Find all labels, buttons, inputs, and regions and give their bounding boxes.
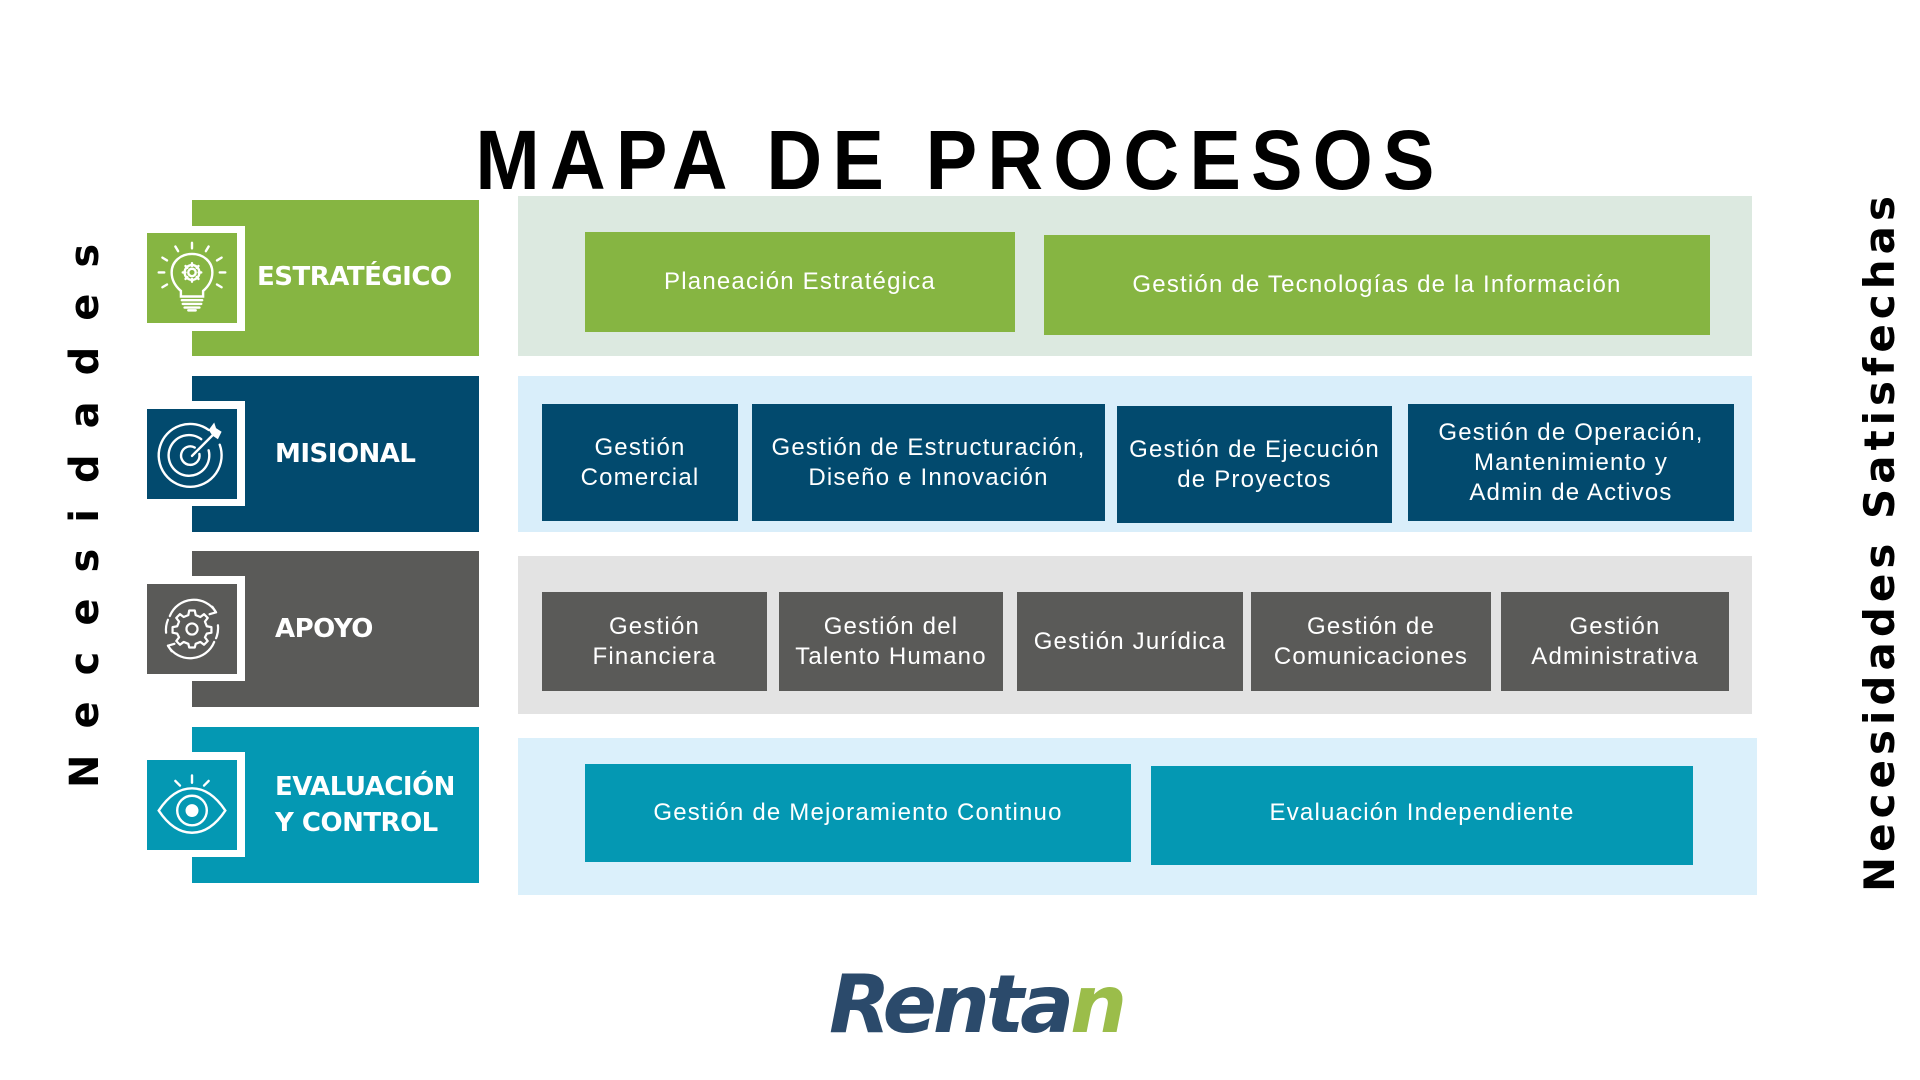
category-label-line2: Y CONTROL	[275, 808, 438, 838]
process-gestion-juridica[interactable]: Gestión Jurídica	[1017, 592, 1243, 691]
category-label-estrategico: ESTRATÉGICO	[257, 262, 452, 292]
category-label-apoyo: APOYO	[275, 614, 373, 644]
eye-icon	[147, 760, 237, 850]
gear-cycle-icon	[147, 584, 237, 674]
category-label-misional: MISIONAL	[275, 439, 416, 469]
process-gestion-tecnologias-informacion[interactable]: Gestión de Tecnologías de la Información	[1044, 235, 1710, 335]
page-title: MAPA DE PROCESOS	[475, 113, 1445, 207]
process-gestion-administrativa[interactable]: Gestión Administrativa	[1501, 592, 1729, 691]
lightbulb-gear-icon	[147, 233, 237, 323]
process-planeacion-estrategica[interactable]: Planeación Estratégica	[585, 232, 1015, 332]
target-arrow-icon	[147, 409, 237, 499]
process-gestion-mejoramiento-continuo[interactable]: Gestión de Mejoramiento Continuo	[585, 764, 1131, 862]
rentan-logo: Rentan	[829, 958, 1127, 1051]
side-label-necesidades-satisfechas: Necesidades Satisfechas	[1855, 191, 1904, 892]
process-gestion-ejecucion-proyectos[interactable]: Gestión de Ejecución de Proyectos	[1117, 406, 1392, 523]
category-label-evaluacion-control: EVALUACIÓN Y CONTROL	[275, 769, 455, 841]
side-label-necesidades: Necesidades	[62, 217, 108, 788]
process-gestion-financiera[interactable]: Gestión Financiera	[542, 592, 767, 691]
process-gestion-operacion-mantenimiento-activos[interactable]: Gestión de Operación, Mantenimiento y Ad…	[1408, 404, 1734, 521]
process-gestion-comunicaciones[interactable]: Gestión de Comunicaciones	[1251, 592, 1491, 691]
logo-text-accent: n	[1070, 958, 1127, 1051]
category-label-line1: EVALUACIÓN	[275, 772, 455, 802]
process-gestion-talento-humano[interactable]: Gestión del Talento Humano	[779, 592, 1003, 691]
process-evaluacion-independiente[interactable]: Evaluación Independiente	[1151, 766, 1693, 865]
process-gestion-comercial[interactable]: Gestión Comercial	[542, 404, 738, 521]
process-gestion-estructuracion-diseno-innovacion[interactable]: Gestión de Estructuración, Diseño e Inno…	[752, 404, 1105, 521]
logo-text-main: Renta	[829, 958, 1074, 1051]
